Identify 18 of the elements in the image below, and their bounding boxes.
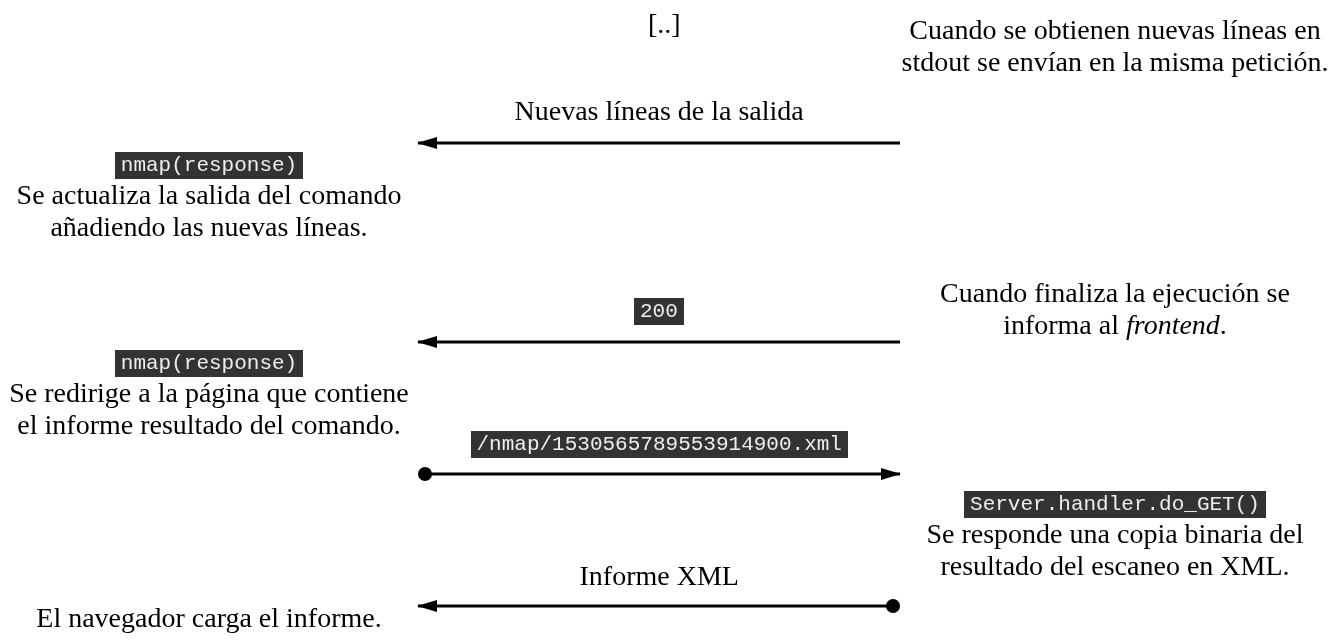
edge-label: Informe XML [579,560,739,592]
note-text: El navegador carga el informe. [36,602,382,634]
note-text: Cuando finaliza la ejecución se informa al frontend. [939,277,1291,341]
edge-label: Nuevas líneas de la salida [514,95,804,127]
code-label: /nmap/1530565789553914900.xml [470,431,848,458]
ellipsis-text: [..] [648,8,681,40]
note-text: Cuando se obtienen nuevas líneas en stdout se envían en la misma petición. [900,14,1330,78]
code-label: nmap(response) [114,350,304,377]
note-text: Se actualiza la salida del comando añadiendo las nuevas líneas. [15,179,403,243]
note-text: Se responde una copia binaria del resultado del escaneo en XML. [925,518,1305,582]
code-label: nmap(response) [114,152,304,179]
arrow [417,599,900,613]
arrow [418,467,901,481]
arrow [417,137,900,149]
code-label: 200 [634,298,684,325]
code-label: Server.handler.do_GET() [964,491,1266,518]
note-text: Se redirige a la página que contiene el informe resultado del comando. [8,377,410,441]
arrow [417,336,900,348]
